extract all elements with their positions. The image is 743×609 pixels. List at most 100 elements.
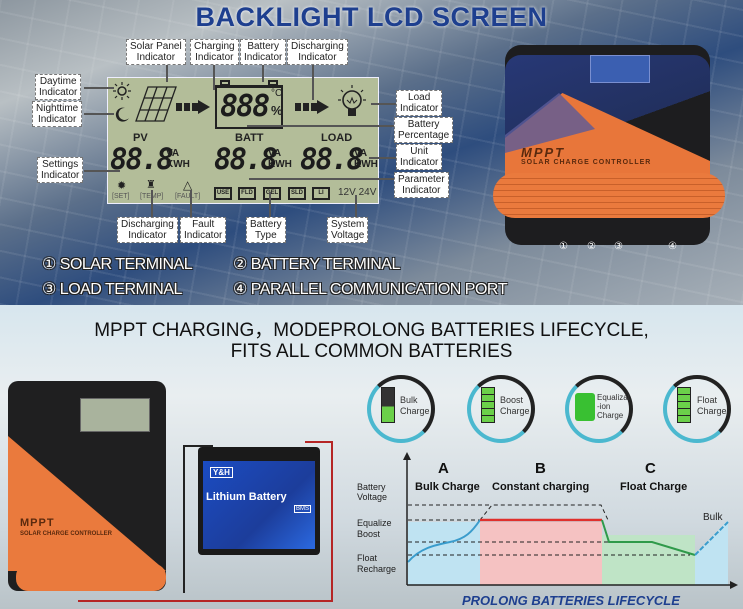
section-title-line1: MPPT CHARGING，MODEPROLONG BATTERIES LIFE… — [94, 320, 649, 341]
leader-line — [84, 87, 114, 89]
battery-glyph — [481, 387, 495, 423]
label-battery-indicator: Battery Indicator — [240, 39, 287, 65]
unit-va: VA — [354, 148, 368, 159]
charging-arrow-icon — [176, 100, 210, 114]
phase-b-name: Constant charging — [492, 481, 590, 493]
label-daytime-indicator: Daytime Indicator — [35, 74, 82, 100]
equalization-charge-label: Equalizat -ion Charge — [597, 393, 630, 420]
battery-bms: BMS — [294, 505, 312, 513]
moon-icon — [115, 107, 129, 122]
leader-line — [84, 170, 120, 172]
fault-text: [FAULT] — [175, 193, 201, 200]
wire — [183, 445, 213, 447]
fault-warning-icon: △ — [183, 178, 193, 192]
unit-kwh: KWH — [166, 159, 190, 170]
boost-charge-icon — [467, 375, 535, 443]
boost-charge-label: Boost Charge — [500, 395, 530, 416]
device-brand: MPPT — [521, 145, 566, 160]
load-value: 88.8 — [300, 142, 364, 176]
battery-type-sld: SLD — [288, 187, 306, 200]
leader-line — [247, 125, 399, 127]
y-axis-label: Battery Voltage — [357, 482, 388, 502]
discharging-arrow-icon — [295, 100, 329, 114]
port-2-number: ② — [587, 241, 596, 252]
sun-icon — [113, 82, 131, 100]
terminal-battery: ② BATTERY TERMINAL — [233, 256, 400, 273]
temp-unit: °C — [271, 88, 283, 99]
batt-label: BATT — [235, 132, 264, 144]
phase-a-letter: A — [438, 460, 449, 477]
battery-terminal-icon — [268, 80, 278, 86]
unit-va: VA — [166, 148, 180, 159]
load-label: LOAD — [321, 132, 353, 144]
leader-line — [371, 103, 399, 105]
leader-line — [369, 157, 399, 159]
percent-unit: % — [271, 103, 283, 118]
page-title: BACKLIGHT LCD SCREEN — [195, 2, 548, 32]
pv-label: PV — [133, 132, 148, 144]
label-unit-indicator: Unit Indicator — [396, 144, 443, 170]
load-bulb-icon — [338, 85, 366, 116]
y-level-recharge: Recharge — [357, 564, 397, 574]
y-level-float: Float — [357, 553, 378, 563]
y-level-boost: Boost — [357, 529, 381, 539]
lcd-diagram-section: BACKLIGHT LCD SCREEN 888 °C % PV BATT LO… — [0, 0, 743, 305]
battery-type-fld: FLD — [238, 187, 256, 200]
bulk-charge-label: Bulk Charge — [400, 395, 430, 416]
leader-line — [269, 192, 271, 218]
front-subtitle: SOLAR CHARGE CONTROLLER — [20, 531, 112, 537]
battery-indicator-icon — [215, 85, 283, 129]
wire — [305, 441, 333, 443]
float-charge-label: Float Charge — [697, 395, 727, 416]
y-level-equalize: Equalize — [357, 518, 392, 528]
bulk-annotation: Bulk — [703, 512, 723, 523]
leader-line — [355, 195, 357, 219]
chart-title: PROLONG BATTERIES LIFECYCLE — [462, 593, 680, 608]
battery-brand: Y&H — [210, 467, 233, 478]
battery-type-use: USE — [214, 187, 232, 200]
controller-device-image: MPPT SOLAR CHARGE CONTROLLER ① ② ③ ④ — [485, 45, 725, 275]
label-load-indicator: Load Indicator — [396, 90, 443, 116]
label-discharging-indicator-bottom: Discharging Indicator — [117, 217, 178, 243]
battery-label: Lithium Battery — [206, 491, 287, 503]
equalization-charge-icon — [565, 375, 633, 443]
settings-gear-icon: ✹ — [117, 180, 127, 192]
leader-line — [249, 178, 399, 180]
leader-line — [84, 113, 114, 115]
battery-value: 888 — [220, 89, 270, 124]
phase-c-letter: C — [645, 460, 656, 477]
port-3-number: ③ — [614, 241, 623, 252]
label-discharging-indicator-top: Discharging Indicator — [287, 39, 348, 65]
wire — [183, 445, 185, 593]
battery-glyph — [381, 387, 395, 423]
unit-va: VA — [268, 148, 282, 159]
solar-panel-icon — [135, 86, 177, 122]
controller-front-image: MPPT SOLAR CHARGE CONTROLLER — [8, 381, 166, 591]
battery-type-gel: GEL — [263, 187, 281, 200]
battery-glyph — [575, 393, 595, 421]
label-fault-indicator: Fault Indicator — [180, 217, 227, 243]
label-battery-percentage: Battery Percentage — [394, 117, 454, 143]
battery-terminal-icon — [220, 80, 230, 86]
float-charge-icon — [663, 375, 731, 443]
wire — [78, 600, 333, 602]
terminal-solar: ① SOLAR TERMINAL — [42, 256, 193, 273]
pv-value: 88.8 — [110, 142, 174, 176]
charging-section: MPPT CHARGING，MODEPROLONG BATTERIES LIFE… — [0, 305, 743, 609]
leader-line — [213, 62, 215, 90]
bulk-charge-icon — [367, 375, 435, 443]
label-battery-type: Battery Type — [246, 217, 286, 243]
leader-line — [312, 62, 314, 100]
phase-b-letter: B — [535, 460, 546, 477]
system-voltage-text: 12V 24V — [338, 187, 377, 198]
batt-value: 88.8 — [214, 142, 278, 176]
terminal-parallel-port: ④ PARALLEL COMMUNICATION PORT — [233, 281, 507, 298]
port-4-number: ④ — [668, 241, 677, 252]
port-1-number: ① — [559, 241, 568, 252]
leader-line — [166, 62, 168, 82]
battery-type-li: LI — [312, 187, 330, 200]
